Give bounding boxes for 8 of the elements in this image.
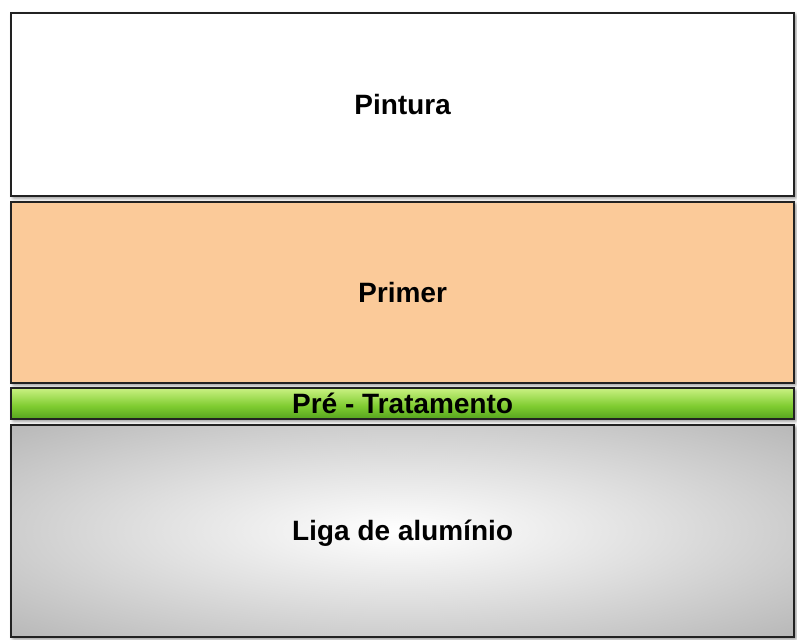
paint-layer-band	[10, 12, 795, 197]
layer-label: Pintura	[354, 90, 451, 118]
layer-label: Primer	[358, 278, 447, 306]
alloy-layer-band	[10, 424, 795, 638]
layer-label: Pré - Tratamento	[292, 390, 513, 418]
primer-layer-band	[10, 201, 795, 384]
layer-label: Liga de alumínio	[292, 517, 513, 545]
pretreatment-layer-band	[10, 387, 795, 420]
